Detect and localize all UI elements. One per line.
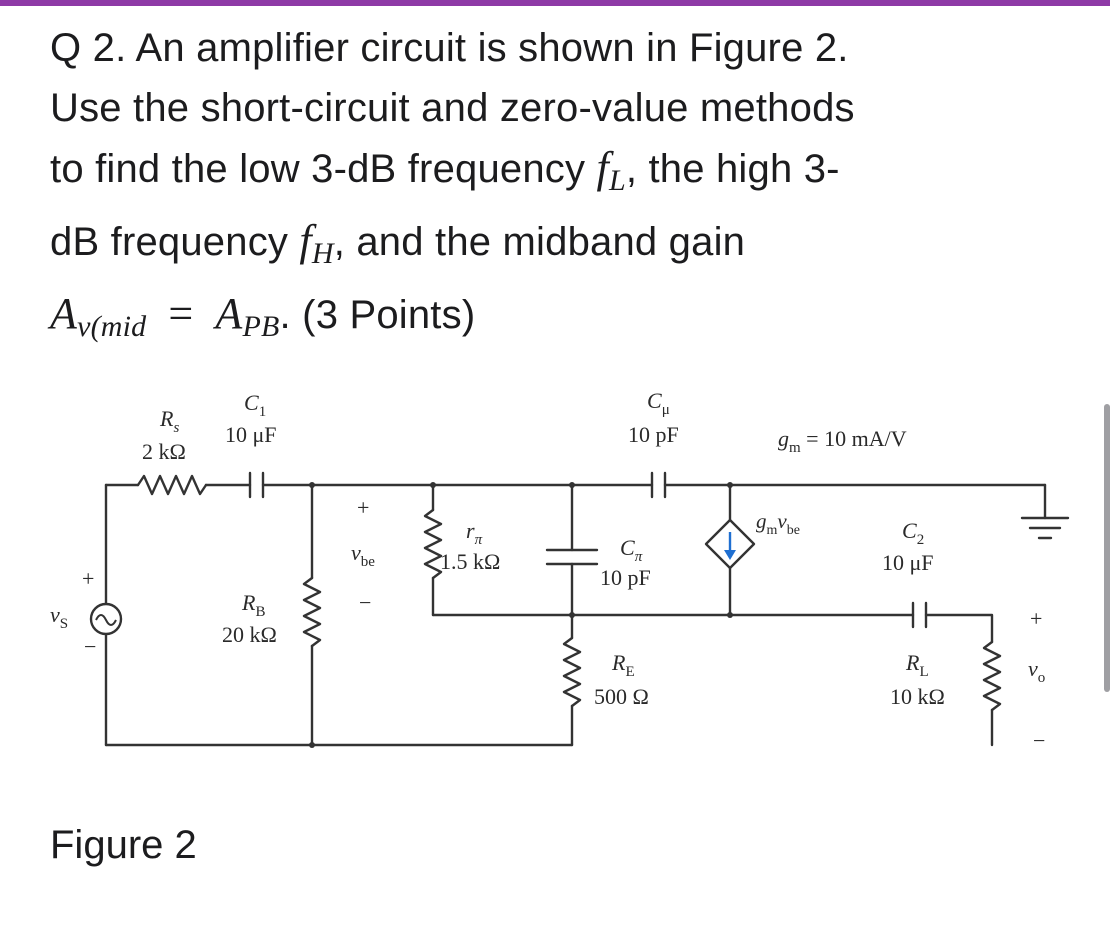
label-cpi-value: 10 pF (600, 565, 651, 590)
label-cmu-value: 10 pF (628, 422, 679, 447)
capacitor-cmu-symbol (650, 471, 667, 499)
question-line-4-text-b: , and the midband gain (333, 220, 746, 264)
junction-dot (727, 612, 733, 618)
label-rb: RB (241, 590, 265, 620)
label-c2: C2 (902, 518, 924, 548)
resistor-rb-symbol (302, 576, 322, 648)
label-rpi-value: 1.5 kΩ (440, 549, 500, 574)
label-re-value: 500 Ω (594, 684, 649, 709)
current-arrow (724, 532, 736, 560)
question-line-2-text: Use the short-circuit and zero-value met… (50, 86, 855, 130)
label-c1: C1 (244, 390, 266, 420)
question-line-3: to find the low 3-dB frequency fL, the h… (50, 138, 1060, 211)
math-f-low-sub: L (608, 164, 626, 197)
sine-wave-icon (95, 614, 117, 626)
junction-dot (569, 482, 575, 488)
math-apb: APB (215, 289, 279, 343)
question-line-3-text-a: to find the low 3-dB frequency (50, 147, 597, 191)
circuit-diagram: Rs 2 kΩ C1 10 μF Cμ 10 pF gm = 10 mA/V +… (50, 388, 1070, 753)
resistor-rl-symbol (982, 640, 1002, 712)
math-f-low-var: f (596, 143, 609, 192)
question-line-3-text-b: , the high 3- (625, 147, 840, 191)
question-line-1: Q 2. An amplifier circuit is shown in Fi… (50, 18, 1060, 78)
label-rl-value: 10 kΩ (890, 684, 945, 709)
math-apb-sub: PB (242, 310, 280, 343)
label-vo-plus: + (1030, 606, 1042, 631)
label-c2-value: 10 μF (882, 550, 934, 575)
label-rs: Rs (159, 406, 179, 436)
math-f-high: fH (299, 216, 333, 270)
label-rs-value: 2 kΩ (142, 439, 186, 464)
math-f-high-sub: H (311, 237, 334, 270)
label-rpi: rπ (466, 518, 483, 548)
label-vs-minus: − (84, 634, 96, 659)
label-vs: vS (50, 602, 68, 632)
junction-dots (309, 482, 733, 748)
question-line-1-text: Q 2. An amplifier circuit is shown in Fi… (50, 26, 849, 70)
capacitor-c1-symbol (248, 471, 265, 499)
label-vbe-minus: − (359, 590, 371, 615)
capacitor-cpi-symbol (545, 548, 599, 566)
label-re: RE (611, 650, 635, 680)
junction-dot (309, 482, 315, 488)
label-rl: RL (905, 650, 929, 680)
figure-caption: Figure 2 (50, 823, 197, 867)
math-av-sub: v(mid (77, 310, 147, 343)
wire-c2-rl (924, 613, 994, 644)
label-dependent-source: gmvbe (756, 509, 800, 538)
junction-dot (569, 612, 575, 618)
label-gm: gm = 10 mA/V (778, 426, 907, 456)
label-cmu: Cμ (647, 388, 670, 418)
label-vbe: vbe (351, 540, 375, 570)
arrow-head-icon (724, 550, 736, 560)
resistor-rs-symbol (136, 474, 208, 496)
math-f-low: fL (596, 143, 626, 197)
ground-symbol (1020, 516, 1070, 540)
question-line-2: Use the short-circuit and zero-value met… (50, 78, 1060, 138)
capacitor-c2-symbol (911, 601, 928, 629)
circuit-wires (104, 471, 1070, 747)
question-line-4-text-a: dB frequency (50, 220, 300, 264)
junction-dot (309, 742, 315, 748)
math-apb-var: A (215, 289, 243, 338)
label-cpi: Cπ (620, 535, 643, 565)
junction-dot (727, 482, 733, 488)
question-line-5-tail: . (3 Points) (279, 293, 476, 337)
math-equals: = (168, 289, 194, 338)
label-rb-value: 20 kΩ (222, 622, 277, 647)
math-av-var: A (50, 289, 78, 338)
question-text: Q 2. An amplifier circuit is shown in Fi… (50, 18, 1060, 357)
label-vo-minus: − (1033, 728, 1045, 753)
junction-dot (430, 482, 436, 488)
math-f-high-var: f (299, 216, 312, 265)
resistor-rpi-symbol (423, 508, 443, 580)
question-line-4: dB frequency fH, and the midband gain (50, 211, 1060, 284)
label-vo: vo (1028, 656, 1045, 686)
label-vs-plus: + (82, 566, 94, 591)
scroll-indicator[interactable] (1104, 404, 1110, 692)
math-av-mid: Av(mid (50, 289, 146, 343)
label-vbe-plus: + (357, 495, 369, 520)
top-accent-bar (0, 0, 1110, 6)
question-line-5: Av(mid=APB. (3 Points) (50, 284, 1060, 357)
voltage-source-vs (89, 602, 123, 636)
label-c1-value: 10 μF (225, 422, 277, 447)
resistor-re-symbol (562, 636, 582, 708)
